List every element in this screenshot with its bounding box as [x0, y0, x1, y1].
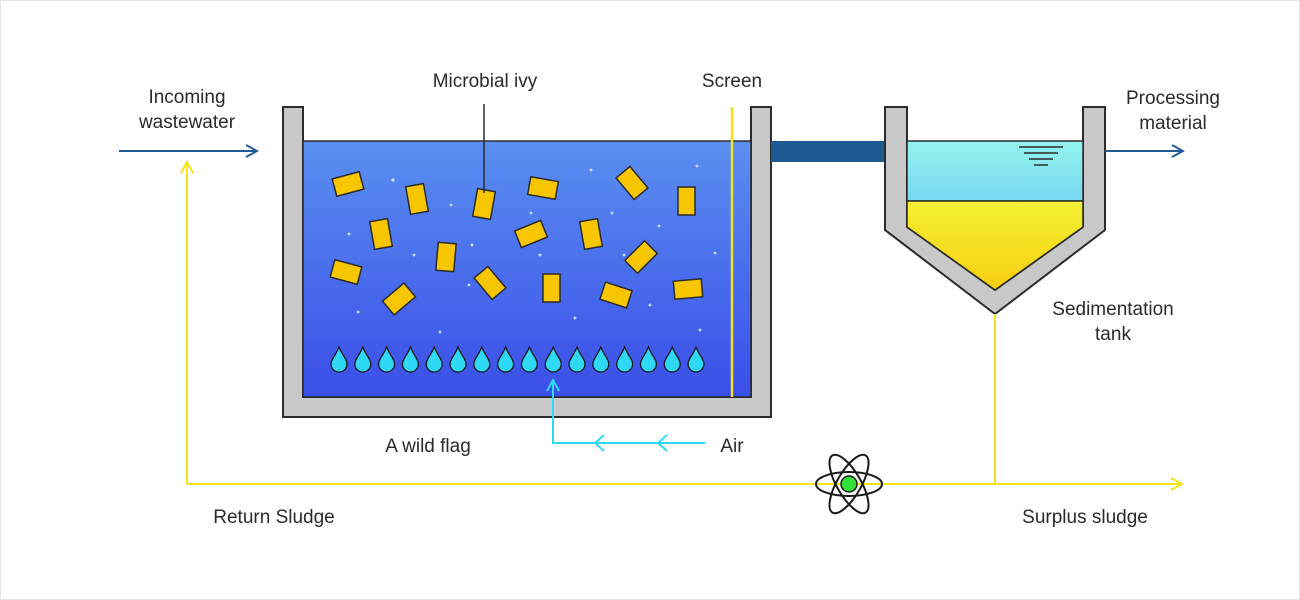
- water-drop-icon: [615, 345, 634, 373]
- microbe-block: [473, 265, 507, 301]
- microbe-block: [526, 175, 560, 201]
- water-drop-icon: [496, 345, 515, 373]
- air-chevron: [656, 434, 668, 452]
- sedimentation-tank-label-1: Sedimentation: [1052, 299, 1173, 320]
- water-drop-icon: [330, 345, 348, 373]
- microbe-block: [672, 278, 704, 300]
- water-drop-icon: [354, 345, 372, 373]
- water-drop-icon: [377, 345, 396, 373]
- air-label: Air: [720, 436, 744, 457]
- connecting-pipe: [771, 141, 885, 162]
- microbe-block: [381, 282, 417, 316]
- surplus-sludge-label: Surplus sludge: [1022, 507, 1148, 528]
- settled-sludge: [906, 200, 1084, 291]
- microbe-block: [331, 170, 365, 198]
- microbe-block: [623, 239, 659, 275]
- return-sludge-label: Return Sludge: [213, 507, 334, 528]
- microbe-block: [615, 165, 649, 201]
- water-drop-icon: [473, 345, 491, 373]
- microbe-block: [404, 182, 430, 216]
- air-bubbles: [330, 345, 705, 373]
- microbe-block: [329, 258, 363, 286]
- clarified-water: [906, 140, 1084, 202]
- water-level-icon: [1019, 146, 1063, 166]
- atom-icon: [815, 453, 883, 515]
- incoming-wastewater-label-1: Incoming: [148, 87, 225, 108]
- water-drop-icon: [687, 345, 705, 373]
- microbe-block: [677, 186, 696, 216]
- microbe-block: [578, 217, 604, 251]
- microbe-block: [368, 217, 394, 251]
- air-supply-line: [553, 380, 705, 444]
- microbe-block: [598, 281, 634, 309]
- wild-flag-label: A wild flag: [385, 436, 471, 457]
- processing-material-label-2: material: [1139, 113, 1207, 134]
- air-chevron: [593, 434, 605, 452]
- screen-label: Screen: [702, 71, 762, 92]
- water-drop-icon: [401, 345, 420, 373]
- water-drop-icon: [639, 345, 658, 373]
- microbe-block: [542, 273, 561, 303]
- microbial-blocks: [329, 165, 704, 316]
- incoming-wastewater-label-2: wastewater: [138, 112, 236, 133]
- sparkle-dots: [340, 164, 717, 334]
- microbe-block: [513, 219, 549, 249]
- water-drop-icon: [592, 345, 610, 373]
- microbe-block: [435, 241, 457, 273]
- water-drop-icon: [568, 345, 586, 373]
- water-drop-icon: [520, 345, 539, 373]
- water-drop-icon: [449, 345, 467, 373]
- processing-material-label-1: Processing: [1126, 88, 1220, 109]
- sedimentation-tank-label-2: tank: [1095, 324, 1131, 345]
- water-drop-icon: [663, 345, 681, 373]
- water-drop-icon: [544, 345, 562, 373]
- microbe-block: [471, 187, 497, 221]
- microbial-ivy-label: Microbial ivy: [433, 71, 538, 92]
- water-drop-icon: [425, 345, 443, 373]
